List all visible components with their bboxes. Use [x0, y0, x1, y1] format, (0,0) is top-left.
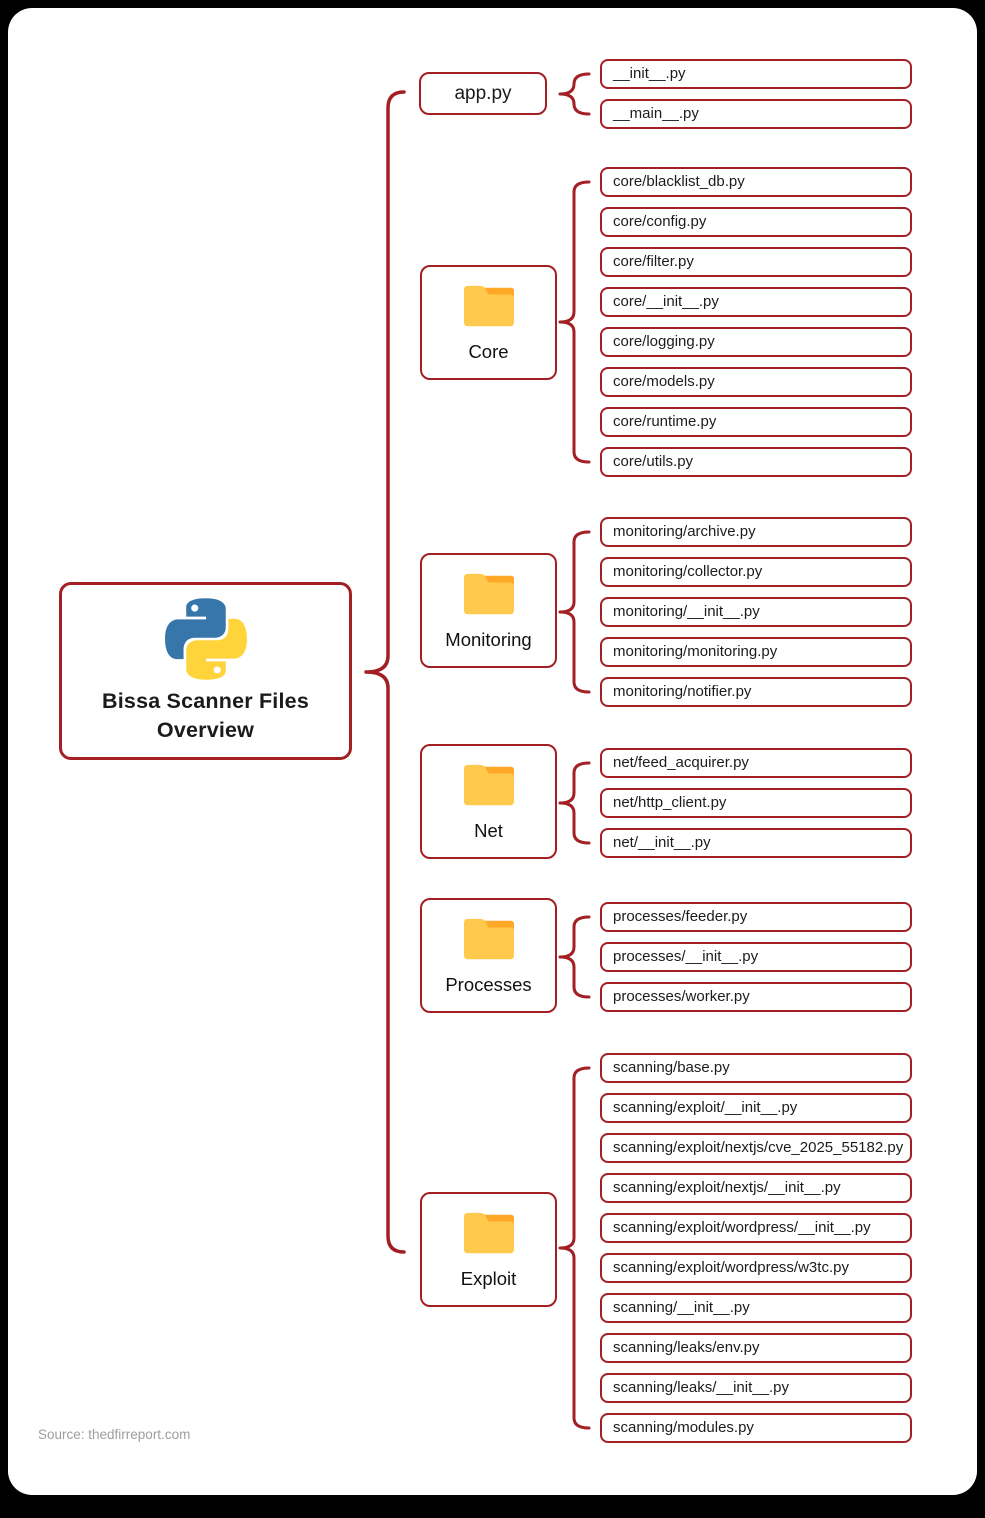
file-item: scanning/base.py: [600, 1053, 912, 1083]
branch-node-app: app.py: [419, 72, 547, 115]
file-item: net/http_client.py: [600, 788, 912, 818]
file-item: scanning/exploit/__init__.py: [600, 1093, 912, 1123]
branch-node-exploit: Exploit: [420, 1192, 557, 1307]
folder-icon: [463, 285, 514, 327]
file-item: scanning/exploit/nextjs/cve_2025_55182.p…: [600, 1133, 912, 1163]
file-item: scanning/__init__.py: [600, 1293, 912, 1323]
branch-label: Processes: [445, 974, 532, 995]
branch-label: Net: [474, 820, 503, 841]
file-item: core/filter.py: [600, 247, 912, 277]
file-list-exploit: scanning/base.py scanning/exploit/__init_…: [600, 1053, 912, 1453]
file-item: core/logging.py: [600, 327, 912, 357]
file-item: monitoring/collector.py: [600, 557, 912, 587]
root-node: Bissa Scanner Files Overview: [59, 582, 352, 760]
file-item: scanning/modules.py: [600, 1413, 912, 1443]
file-item: core/models.py: [600, 367, 912, 397]
branch-node-monitoring: Monitoring: [420, 553, 557, 668]
file-item: __init__.py: [600, 59, 912, 89]
python-logo-icon: [164, 598, 247, 680]
file-item: __main__.py: [600, 99, 912, 129]
source-caption: Source: thedfirreport.com: [38, 1427, 191, 1442]
file-item: net/feed_acquirer.py: [600, 748, 912, 778]
branch-node-core: Core: [420, 265, 557, 380]
file-item: scanning/exploit/wordpress/w3tc.py: [600, 1253, 912, 1283]
branch-node-net: Net: [420, 744, 557, 859]
file-item: processes/feeder.py: [600, 902, 912, 932]
folder-icon: [463, 918, 514, 960]
file-list-core: core/blacklist_db.py core/config.py core/f…: [600, 167, 912, 487]
file-list-monitoring: monitoring/archive.py monitoring/collecto…: [600, 517, 912, 717]
file-item: monitoring/archive.py: [600, 517, 912, 547]
page-title: Bissa Scanner Files Overview: [102, 689, 309, 742]
file-item: scanning/leaks/__init__.py: [600, 1373, 912, 1403]
file-item: scanning/leaks/env.py: [600, 1333, 912, 1363]
folder-icon: [463, 573, 514, 615]
branch-label: Monitoring: [445, 629, 532, 650]
file-item: core/blacklist_db.py: [600, 167, 912, 197]
file-item: monitoring/__init__.py: [600, 597, 912, 627]
folder-icon: [463, 1212, 514, 1254]
file-item: scanning/exploit/nextjs/__init__.py: [600, 1173, 912, 1203]
file-item: core/runtime.py: [600, 407, 912, 437]
file-list-processes: processes/feeder.py processes/__init__.py…: [600, 902, 912, 1022]
branch-label: app.py: [454, 82, 512, 104]
file-item: monitoring/notifier.py: [600, 677, 912, 707]
file-item: core/__init__.py: [600, 287, 912, 317]
file-item: processes/__init__.py: [600, 942, 912, 972]
file-item: processes/worker.py: [600, 982, 912, 1012]
file-list-app: __init__.py __main__.py: [600, 59, 912, 139]
file-item: scanning/exploit/wordpress/__init__.py: [600, 1213, 912, 1243]
file-item: net/__init__.py: [600, 828, 912, 858]
branch-node-processes: Processes: [420, 898, 557, 1013]
branch-label: Core: [468, 341, 509, 362]
folder-icon: [463, 764, 514, 806]
branch-label: Exploit: [460, 1268, 517, 1289]
file-item: core/config.py: [600, 207, 912, 237]
file-item: core/utils.py: [600, 447, 912, 477]
file-item: monitoring/monitoring.py: [600, 637, 912, 667]
